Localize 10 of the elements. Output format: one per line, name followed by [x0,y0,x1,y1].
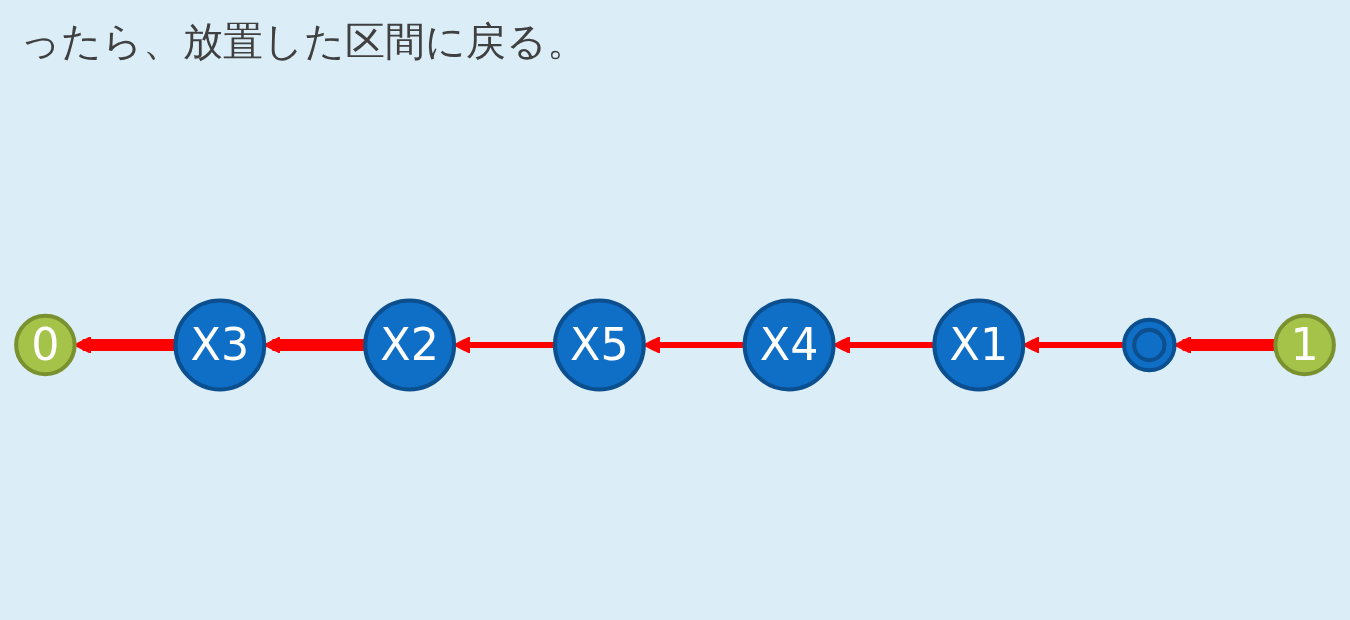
node-circle: X3 [173,298,267,392]
arrow [453,336,555,354]
node-circle [1122,317,1177,373]
node-circle: X5 [552,298,646,392]
node-circle: 1 [1273,313,1336,377]
node-circle: X1 [932,298,1026,392]
node-circle: 0 [14,313,77,377]
node-circle: X2 [363,298,457,392]
node-circle: X4 [742,298,836,392]
title: ったら、放置した区間に戻る。 [20,17,587,66]
